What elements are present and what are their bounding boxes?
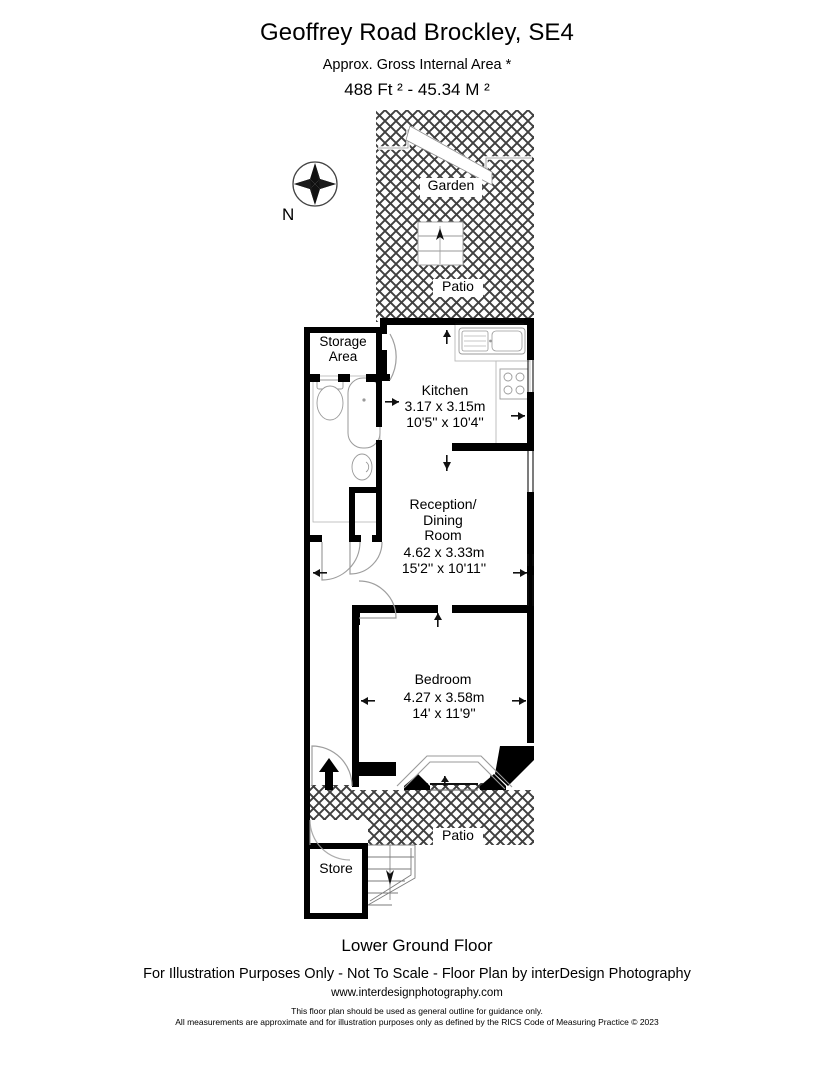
entry-arrow-icon: [319, 758, 339, 790]
door-swings: [309, 333, 397, 861]
staircase-garden-icon: [417, 221, 464, 266]
disclaimer-text: For Illustration Purposes Only - Not To …: [143, 966, 691, 982]
bathtub-icon: [347, 377, 381, 449]
dimension-arrows: [313, 330, 527, 786]
bathroom-fixtures: [312, 375, 381, 523]
compass-north-label: N: [282, 205, 295, 224]
compass-star-icon: [292, 161, 338, 207]
washbasin-icon: [351, 453, 373, 481]
garden-path-line: [378, 125, 532, 186]
plan-header: Geoffrey Road Brockley, SE4 Approx. Gros…: [0, 18, 834, 102]
staircase-store-icon: [367, 844, 416, 906]
floor-name-label: Lower Ground Floor: [341, 936, 493, 955]
walls: [304, 318, 534, 919]
fineprint-line-1: This floor plan should be used as genera…: [291, 1006, 543, 1016]
fineprint-line-2: All measurements are approximate and for…: [175, 1017, 659, 1027]
toilet-icon: [316, 379, 344, 421]
area-caption: Approx. Gross Internal Area *: [322, 57, 512, 73]
kitchen-hob-icon: [499, 368, 529, 400]
page-title: Geoffrey Road Brockley, SE4: [260, 19, 574, 46]
window-openings: [455, 318, 534, 606]
garden-area: [376, 110, 534, 322]
area-value: 488 Ft ² - 45.34 M ²: [344, 80, 490, 99]
kitchen-sink-icon: [458, 327, 526, 355]
website-link[interactable]: www.interdesignphotography.com: [331, 987, 503, 999]
